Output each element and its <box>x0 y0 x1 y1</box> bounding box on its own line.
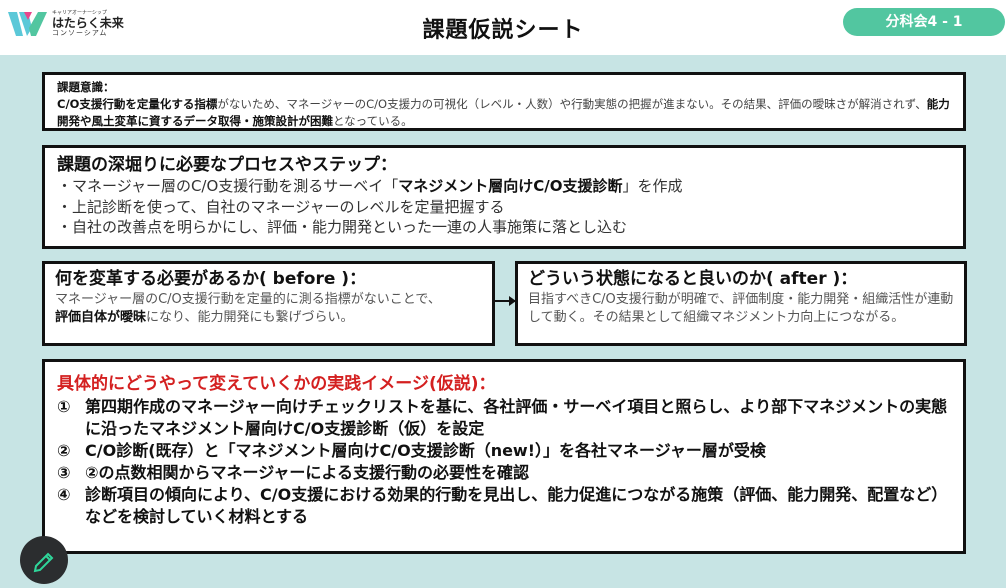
list-item: ・自社の改善点を明らかにし、評価・能力開発といった一連の人事施策に落とし込む <box>57 217 951 238</box>
process-heading: 課題の深堀りに必要なプロセスやステップ： <box>57 155 397 175</box>
text-segment: ③ <box>57 463 71 482</box>
edit-button[interactable] <box>20 536 68 584</box>
text-segment: になり、能力開発にも繋げづらい。 <box>146 310 354 325</box>
text-segment: ④ <box>57 485 71 504</box>
list-item: ④ 診断項目の傾向により、C/O支援における効果的行動を見出し、能力促進につながる… <box>57 484 951 528</box>
text-segment: 評価自体が曖昧 <box>55 310 147 325</box>
issue-seg: C/O支援行動を定量化する指標 <box>57 97 218 111</box>
after-heading: どういう状態になると良いのか( after )： <box>528 269 858 289</box>
before-body: マネージャー層のC/O支援行動を定量的に測る指標がないことで、評価自体が曖昧にな… <box>55 291 482 327</box>
after-box: どういう状態になると良いのか( after )： 目指すべきC/O支援行動が明確… <box>515 261 967 346</box>
header: キャリアオーナーシップ はたらく未来 コンソーシアム 課題仮説シート 分科会4 … <box>0 0 1006 55</box>
list-item: ・マネージャー層のC/O支援行動を測るサーベイ「マネジメント層向けC/O支援診断… <box>57 176 951 197</box>
issue-seg: となっている。 <box>333 114 413 128</box>
text-segment: C/O診断(既存）と「マネジメント層向けC/O支援診断（new!）」を各社マネー… <box>85 441 766 460</box>
issue-seg: がないため、マネージャーのC/O支援力の可視化（レベル・人数）や行動実態の把握が… <box>217 97 927 111</box>
issue-box: 課題意識： C/O支援行動を定量化する指標がないため、マネージャーのC/O支援力… <box>42 72 966 131</box>
list-item: ② C/O診断(既存）と「マネジメント層向けC/O支援診断（new!）」を各社マ… <box>57 440 951 462</box>
text-segment: ・上記診断を使って、自社のマネージャーのレベルを定量把握する <box>57 197 505 216</box>
list-item: ・上記診断を使って、自社のマネージャーのレベルを定量把握する <box>57 197 951 218</box>
text-segment: マネジメント層向けC/O支援診断 <box>398 177 623 195</box>
process-box: 課題の深堀りに必要なプロセスやステップ： ・マネージャー層のC/O支援行動を測る… <box>42 145 966 249</box>
session-badge: 分科会4 - 1 <box>843 8 1005 36</box>
text-segment: 第四期作成のマネージャー向けチェックリストを基に、各社評価・サーベイ項目と照らし… <box>85 397 948 438</box>
after-body: 目指すべきC/O支援行動が明確で、評価制度・能力開発・組織活性が連動して動く。そ… <box>528 292 954 325</box>
pencil-icon <box>33 552 54 573</box>
logo: キャリアオーナーシップ はたらく未来 コンソーシアム <box>8 10 124 38</box>
text-segment: ・自社の改善点を明らかにし、評価・能力開発といった一連の人事施策に落とし込む <box>57 218 628 236</box>
page-title: 課題仮説シート <box>422 18 584 43</box>
text-segment: 」を作成 <box>622 177 683 195</box>
arrow-icon <box>495 296 516 306</box>
list-item: ① 第四期作成のマネージャー向けチェックリストを基に、各社評価・サーベイ項目と照ら… <box>57 396 951 440</box>
text-segment: ②の点数相関からマネージャーによる支援行動の必要性を確認 <box>85 463 529 482</box>
text-segment: 診断項目の傾向により、C/O支援における効果的行動を見出し、能力促進につながる施… <box>85 485 948 526</box>
logo-sub: コンソーシアム <box>52 29 108 37</box>
logo-w-icon <box>8 12 47 36</box>
issue-body: C/O支援行動を定量化する指標がないため、マネージャーのC/O支援力の可視化（レ… <box>57 96 951 130</box>
before-box: 何を変革する必要があるか( before )： マネージャー層のC/O支援行動を… <box>42 261 495 346</box>
list-item: ③ ②の点数相関からマネージャーによる支援行動の必要性を確認 <box>57 462 951 484</box>
text-segment: マネージャー層のC/O支援行動を定量的に測る指標がないことで、 <box>55 292 441 307</box>
text-segment: ② <box>57 441 71 460</box>
practice-heading: 具体的にどうやって変えていくかの実践イメージ(仮説)： <box>57 374 496 394</box>
practice-box: 具体的にどうやって変えていくかの実践イメージ(仮説)： ① 第四期作成のマネージャ… <box>42 359 966 554</box>
before-heading: 何を変革する必要があるか( before )： <box>55 269 367 289</box>
logo-tagline: キャリアオーナーシップ <box>52 10 107 16</box>
text-segment: ① <box>57 397 71 416</box>
text-segment: ・マネージャー層のC/O支援行動を測るサーベイ「 <box>57 177 399 195</box>
issue-seg: 能力開発や風土変革に資するデータ取得・施策設計が困難 <box>57 97 950 128</box>
logo-name: はたらく未来 <box>52 16 124 30</box>
issue-heading: 課題意識： <box>57 80 115 94</box>
